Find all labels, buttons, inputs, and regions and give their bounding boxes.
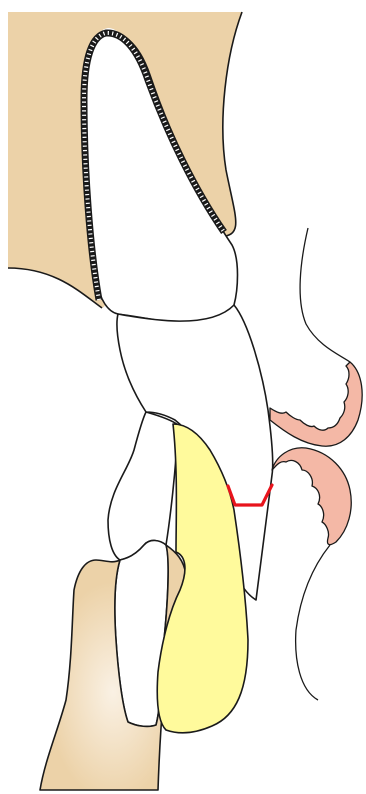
face-profile-upper [300, 228, 350, 362]
face-profile-lower [296, 545, 330, 700]
lower-tooth [108, 412, 178, 560]
lower-lip-mucosa [272, 448, 351, 545]
upper-lip-mucosa [270, 362, 362, 446]
